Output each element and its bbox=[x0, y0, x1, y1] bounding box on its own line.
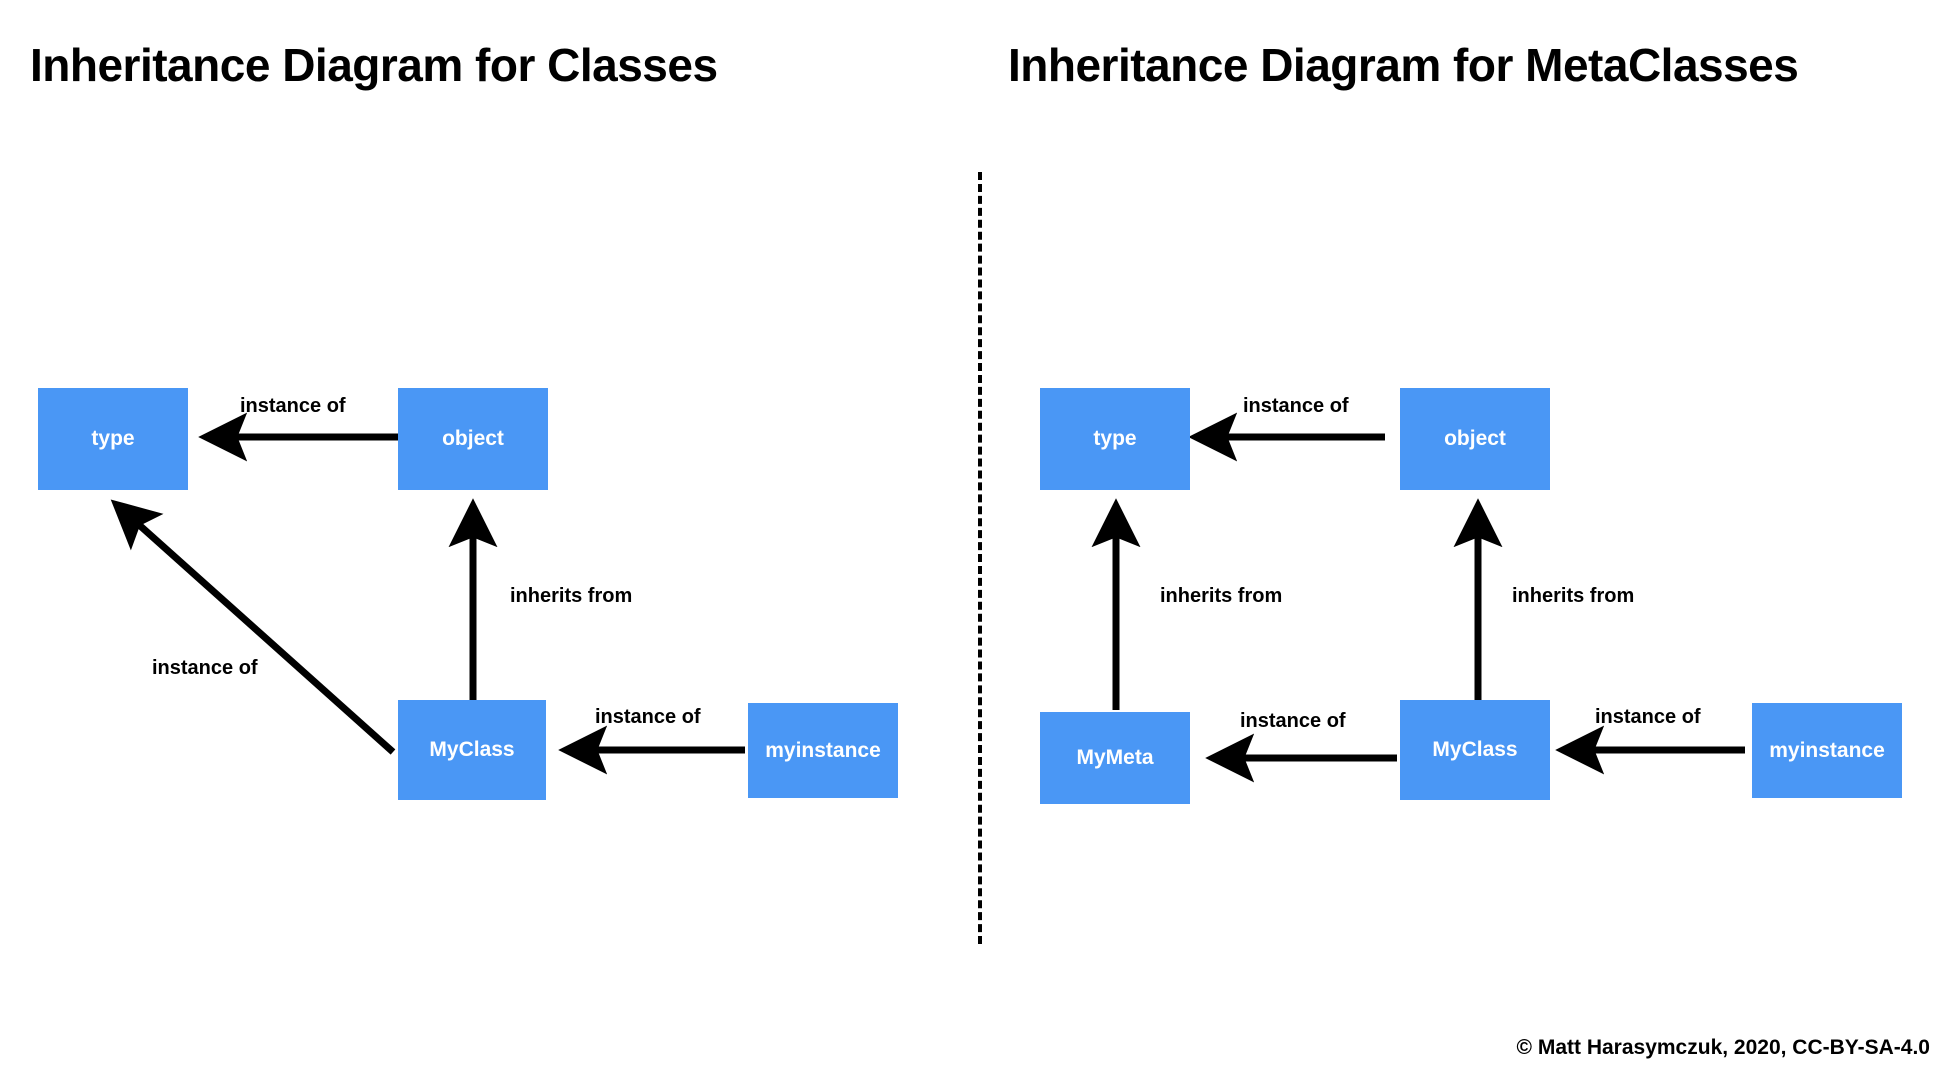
edge-label-left-object-to-type: instance of bbox=[240, 395, 346, 417]
node-right-myclass[interactable]: MyClass bbox=[1400, 700, 1550, 800]
node-right-object-label: object bbox=[1444, 427, 1506, 450]
node-right-object[interactable]: object bbox=[1400, 388, 1550, 490]
node-right-mymeta-label: MyMeta bbox=[1076, 746, 1154, 769]
node-right-type-label: type bbox=[1093, 427, 1137, 450]
right-diagram-title: Inheritance Diagram for MetaClasses bbox=[1008, 39, 1799, 91]
edge-label-left-myclass-to-type: instance of bbox=[152, 657, 258, 679]
edge-label-right-object-to-type: instance of bbox=[1243, 395, 1349, 417]
node-right-myclass-label: MyClass bbox=[1432, 738, 1518, 761]
left-diagram-title: Inheritance Diagram for Classes bbox=[30, 39, 718, 91]
edge-label-right-myclass-to-object: inherits from bbox=[1512, 585, 1635, 607]
node-right-type[interactable]: type bbox=[1040, 388, 1190, 490]
node-left-type[interactable]: type bbox=[38, 388, 188, 490]
edge-label-right-mymeta-to-type: inherits from bbox=[1160, 585, 1283, 607]
node-right-myinstance[interactable]: myinstance bbox=[1752, 703, 1902, 798]
node-left-myclass[interactable]: MyClass bbox=[398, 700, 546, 800]
node-left-myclass-label: MyClass bbox=[429, 738, 515, 761]
node-left-object-label: object bbox=[442, 427, 504, 450]
edge-label-right-myclass-to-mymeta: instance of bbox=[1240, 710, 1346, 732]
edge-label-left-myclass-to-object: inherits from bbox=[510, 585, 633, 607]
edge-label-right-myinstance-to-myclass: instance of bbox=[1595, 706, 1701, 728]
vertical-divider bbox=[978, 172, 982, 944]
arrow-left-myclass-to-type bbox=[110, 499, 396, 755]
edge-label-left-myinstance-to-myclass: instance of bbox=[595, 706, 701, 728]
node-left-myinstance-label: myinstance bbox=[765, 738, 881, 762]
node-right-myinstance-label: myinstance bbox=[1769, 738, 1885, 762]
node-right-mymeta[interactable]: MyMeta bbox=[1040, 712, 1190, 804]
node-left-myinstance[interactable]: myinstance bbox=[748, 703, 898, 798]
node-left-type-label: type bbox=[91, 427, 135, 450]
copyright-footer: © Matt Harasymczuk, 2020, CC-BY-SA-4.0 bbox=[1516, 1036, 1930, 1059]
node-left-object[interactable]: object bbox=[398, 388, 548, 490]
